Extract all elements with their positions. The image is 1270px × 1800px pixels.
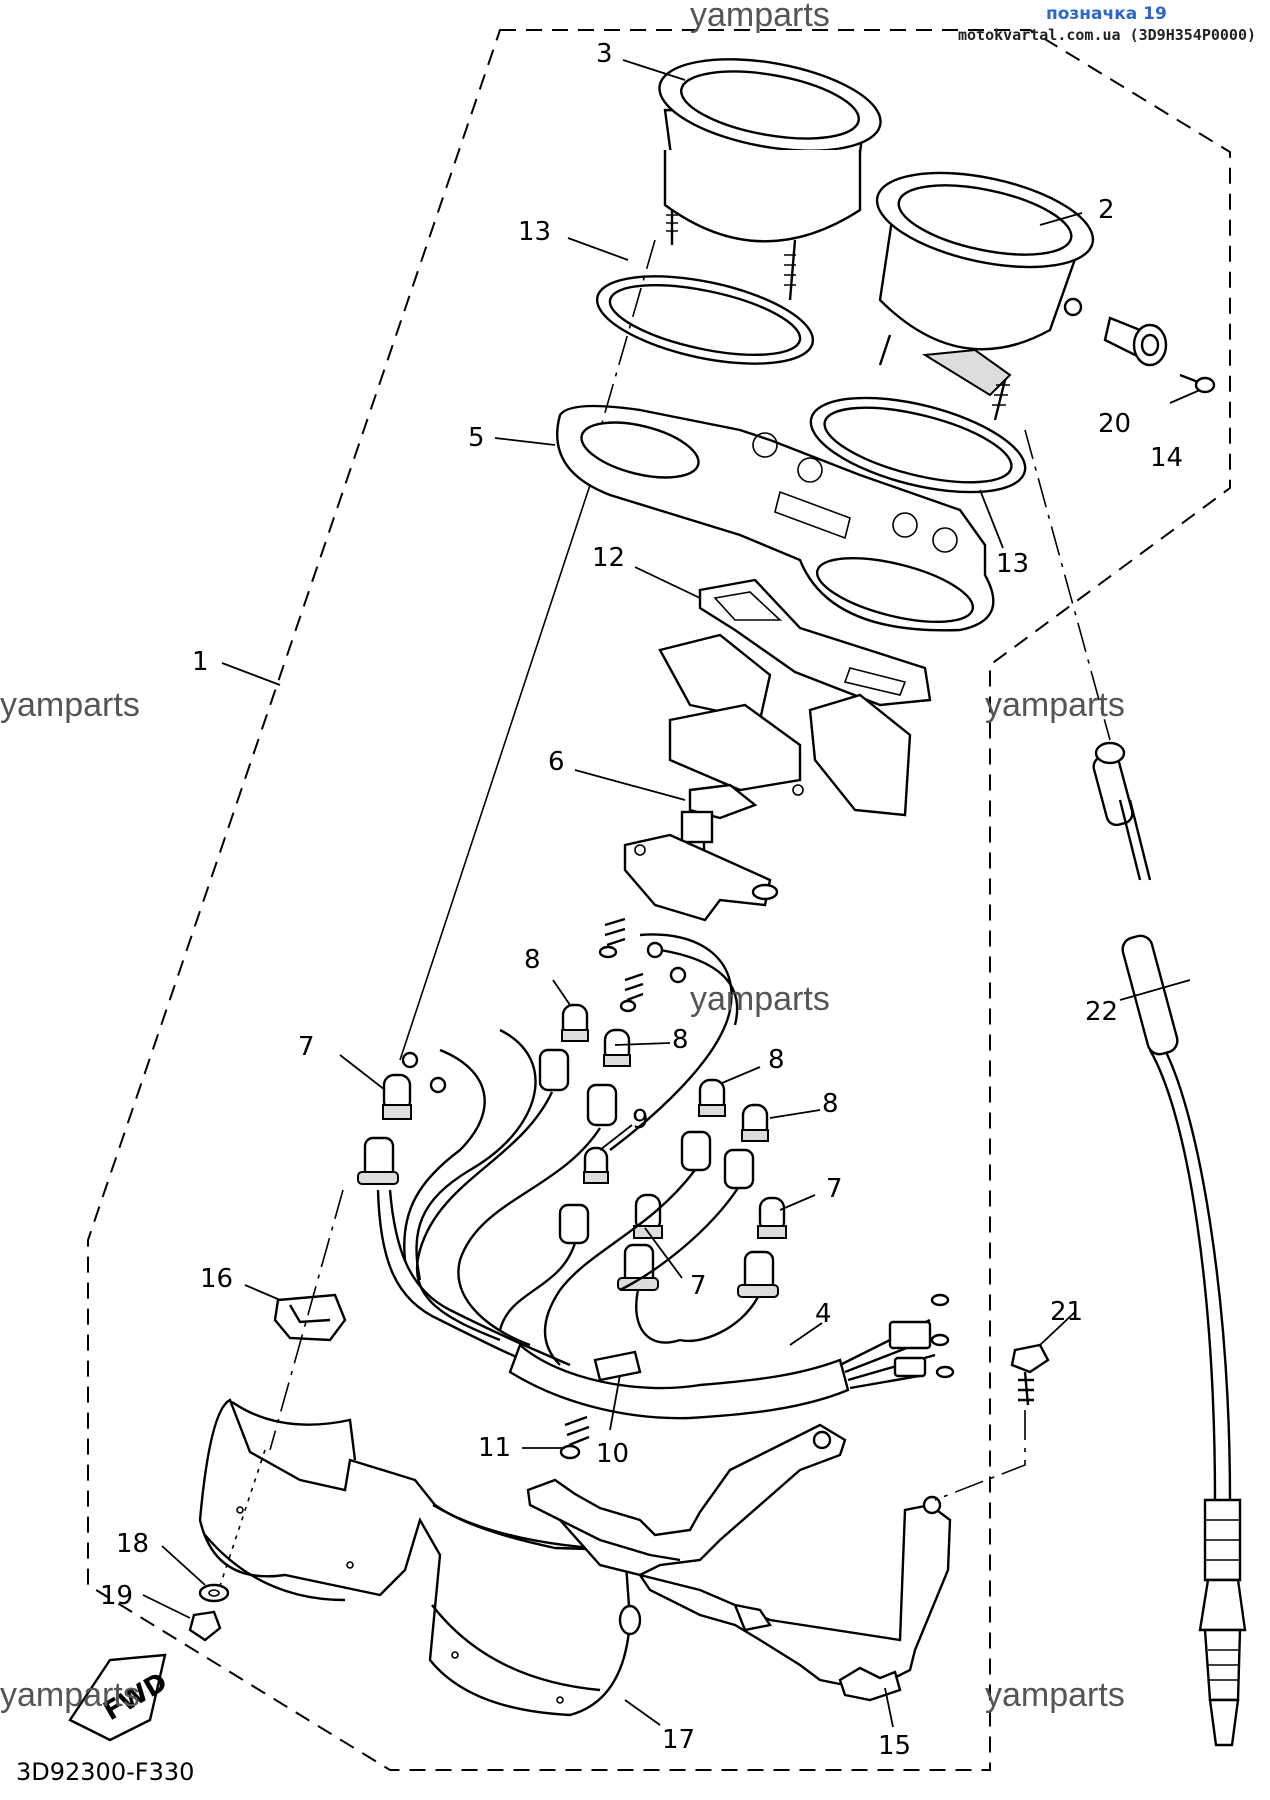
callout-6: 6 <box>548 747 565 777</box>
watermark-bottom-right: yamparts <box>985 1676 1125 1714</box>
callout-4: 4 <box>815 1299 832 1329</box>
watermark-center: yamparts <box>690 980 830 1018</box>
indicator-housing <box>658 633 912 817</box>
source-reference: motokvartal.com.ua (3D9H354P0000) <box>958 26 1257 44</box>
bulb-7-a <box>382 1073 412 1120</box>
bulb-9 <box>583 1146 609 1184</box>
callout-9: 9 <box>632 1105 649 1135</box>
watermark-right: yamparts <box>985 686 1125 724</box>
callout-16: 16 <box>200 1264 233 1294</box>
callout-5: 5 <box>468 423 485 453</box>
callout-7-a: 7 <box>298 1032 315 1062</box>
callout-13-a: 13 <box>518 217 551 247</box>
callout-8-d: 8 <box>822 1089 839 1119</box>
speedometer-cable-22 <box>1092 741 1247 1747</box>
screw-11 <box>559 1415 590 1460</box>
callout-7-b: 7 <box>826 1174 843 1204</box>
bolt-21 <box>1010 1343 1050 1406</box>
gasket-13-left <box>595 275 815 365</box>
bulb-8-c <box>698 1078 726 1117</box>
callout-8-c: 8 <box>768 1045 785 1075</box>
reference-tag-link[interactable]: позначка 19 <box>1046 4 1167 24</box>
indicator-gasket-12 <box>698 578 932 707</box>
callout-14: 14 <box>1150 443 1183 473</box>
tachometer-gauge-3 <box>658 58 882 301</box>
watermark-top: yamparts <box>690 0 830 34</box>
callout-numbers: 1 2 3 4 5 6 7 7 7 8 8 8 8 9 10 11 12 13 … <box>100 39 1183 1761</box>
gasket-13-right <box>809 396 1027 494</box>
callout-22: 22 <box>1085 997 1118 1027</box>
assembly-boundary-1 <box>87 29 1231 1771</box>
speedometer-gauge-2 <box>875 171 1095 421</box>
clip-16 <box>273 1293 347 1342</box>
callout-18: 18 <box>116 1529 149 1559</box>
indicator-base-bracket <box>623 833 779 922</box>
callout-10: 10 <box>596 1439 629 1469</box>
alignment-lines <box>217 239 1111 1593</box>
wire-harness-4 <box>376 933 955 1420</box>
screw-14 <box>1179 373 1216 394</box>
callout-8-b: 8 <box>672 1025 689 1055</box>
callout-11: 11 <box>478 1433 511 1463</box>
callout-8-a: 8 <box>524 945 541 975</box>
callout-17: 17 <box>662 1725 695 1755</box>
bulb-7-c <box>757 1196 787 1239</box>
diagram-code: 3D92300-F330 <box>16 1758 195 1786</box>
callout-12: 12 <box>592 543 625 573</box>
callout-3: 3 <box>596 39 613 69</box>
washer-18 <box>198 1583 230 1603</box>
indicator-panel-6 <box>680 783 758 858</box>
callout-20: 20 <box>1098 409 1131 439</box>
callout-1: 1 <box>192 647 209 677</box>
bulb-8-a <box>561 1003 589 1042</box>
callout-15: 15 <box>878 1731 911 1761</box>
callout-7-c: 7 <box>690 1271 707 1301</box>
meter-bezel-5 <box>555 404 995 632</box>
callout-19: 19 <box>100 1581 133 1611</box>
callout-13-b: 13 <box>996 549 1029 579</box>
leader-lines <box>142 59 1201 1728</box>
callout-21: 21 <box>1050 1297 1083 1327</box>
watermark-bottom-left: yamparts <box>0 1676 140 1714</box>
meter-bracket-15 <box>526 1423 952 1702</box>
indicator-screws <box>598 917 644 1013</box>
bulb-8-d <box>741 1103 769 1142</box>
callout-2: 2 <box>1098 195 1115 225</box>
nut-19 <box>188 1610 222 1642</box>
cable-joint-20 <box>1103 316 1168 367</box>
bulb-8-b <box>603 1028 631 1067</box>
watermark-left: yamparts <box>0 686 140 724</box>
meter-cover-17 <box>198 1398 642 1717</box>
watermarks: yamparts yamparts yamparts yamparts yamp… <box>0 0 1125 1714</box>
